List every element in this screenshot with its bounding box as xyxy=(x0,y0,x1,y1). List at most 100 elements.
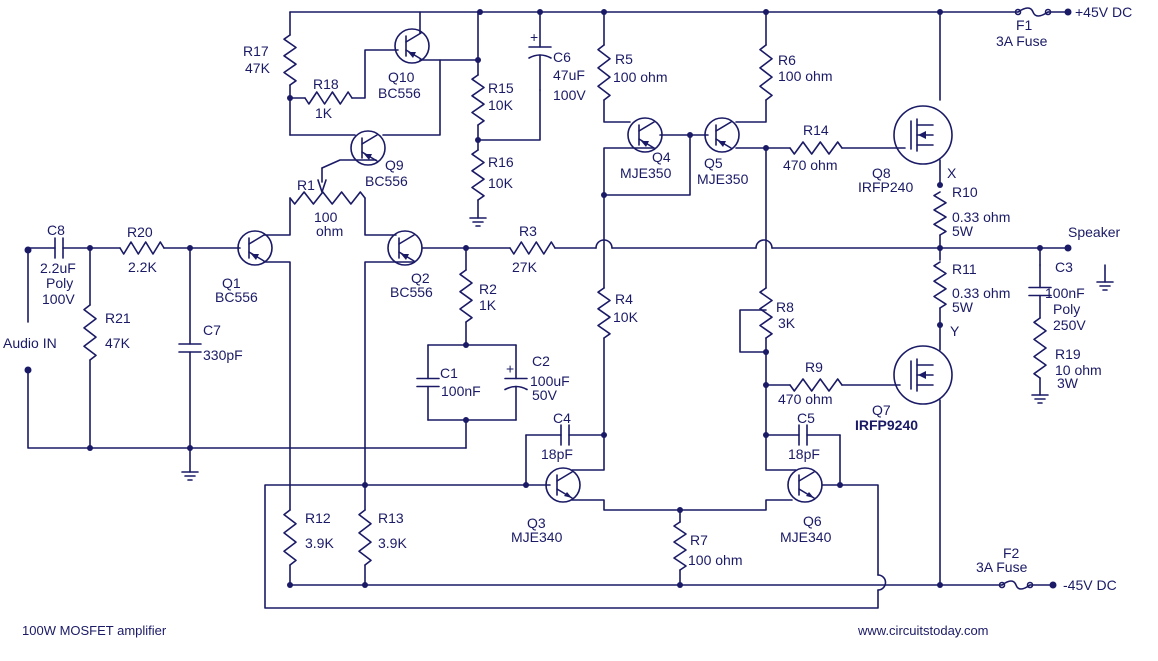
component-label: 27K xyxy=(512,259,538,275)
component-label: 330pF xyxy=(203,347,243,363)
component-label: R12 xyxy=(305,510,331,526)
component-label: MJE350 xyxy=(620,165,672,181)
component-label: R7 xyxy=(690,532,708,548)
website-credit: www.circuitstoday.com xyxy=(858,623,989,638)
component-label: C3 xyxy=(1055,259,1073,275)
component-label: 3.9K xyxy=(305,535,334,551)
component-label: 47K xyxy=(245,60,271,76)
component-label: IRFP9240 xyxy=(855,417,918,433)
resistor-symbol xyxy=(283,509,297,566)
resistor-symbol xyxy=(789,141,843,155)
components: ++ xyxy=(24,7,1114,590)
component-label: 100 ohm xyxy=(778,68,832,84)
fuse-terminal xyxy=(1026,581,1034,589)
component-label: 100 ohm xyxy=(688,552,742,568)
component-label: C4 xyxy=(553,410,571,426)
positive-supply-label: +45V DC xyxy=(1075,4,1132,20)
component-label: ohm xyxy=(316,223,343,239)
component-label: R10 xyxy=(952,184,978,200)
q10-body xyxy=(394,28,430,64)
component-label: R5 xyxy=(615,51,633,67)
component-label: MJE340 xyxy=(511,529,563,545)
q4-lead xyxy=(638,121,655,132)
junction-dot xyxy=(287,582,293,588)
component-label: IRFP240 xyxy=(858,179,913,195)
component-label: 5W xyxy=(952,299,974,315)
resistor-symbol xyxy=(933,191,947,236)
component-label: 10K xyxy=(613,309,639,325)
resistor-symbol xyxy=(304,91,353,105)
component-label: 0.33 ohm xyxy=(952,285,1010,301)
component-label: 10K xyxy=(488,97,514,113)
component-label: BC556 xyxy=(215,289,258,305)
component-label: R1 xyxy=(297,177,315,193)
component-label: C7 xyxy=(203,322,221,338)
component-label: 50V xyxy=(532,387,558,403)
wire xyxy=(351,49,399,99)
terminal xyxy=(24,246,32,254)
component-label: R2 xyxy=(479,281,497,297)
capacitor-plate xyxy=(504,385,528,391)
q6-lead xyxy=(798,471,815,482)
junction-dot xyxy=(937,582,943,588)
wire xyxy=(735,99,767,123)
q6-emitter-arrow xyxy=(806,492,814,498)
potentiometer-wiper xyxy=(317,179,327,193)
terminal xyxy=(1064,8,1072,16)
component-label: Q9 xyxy=(385,157,404,173)
component-label: 18pF xyxy=(788,446,820,462)
resistor-symbol xyxy=(597,44,611,101)
node-x-label: X xyxy=(947,165,957,181)
q8-arrow xyxy=(918,131,926,139)
resistor-symbol xyxy=(759,287,773,339)
resistor-symbol xyxy=(119,241,165,255)
resistor-symbol xyxy=(283,34,297,86)
component-label: R11 xyxy=(952,261,977,277)
component-label: Q4 xyxy=(652,149,671,165)
component-label: 100nF xyxy=(1045,285,1085,301)
wire xyxy=(739,309,767,353)
wire xyxy=(321,159,377,169)
q5-lead xyxy=(715,121,732,132)
terminal xyxy=(1064,244,1072,252)
fuse-terminal xyxy=(998,581,1006,589)
component-label: 3.9K xyxy=(378,535,407,551)
component-label: 10 ohm xyxy=(1055,362,1102,378)
component-label: Q10 xyxy=(388,69,415,85)
component-label: 18pF xyxy=(541,446,573,462)
component-label: R17 xyxy=(243,43,269,59)
wire-crossover xyxy=(877,574,887,591)
terminal xyxy=(24,366,32,374)
component-label: 100V xyxy=(553,87,586,103)
wire xyxy=(765,434,797,471)
resistor-symbol xyxy=(759,44,773,101)
component-label: 470 ohm xyxy=(783,157,837,173)
q10-emitter-arrow xyxy=(408,52,416,58)
junction-dot xyxy=(1037,245,1043,251)
resistor-symbol xyxy=(471,149,485,201)
component-label: R8 xyxy=(776,299,794,315)
q9-body xyxy=(350,130,386,166)
component-label: R16 xyxy=(488,154,514,170)
component-label: R4 xyxy=(615,291,633,307)
fuse-terminal xyxy=(1014,8,1022,16)
wire xyxy=(263,197,291,236)
component-label: R21 xyxy=(105,310,131,326)
wires xyxy=(27,9,1106,609)
component-label: 470 ohm xyxy=(778,391,832,407)
q7-arrow xyxy=(918,371,926,379)
component-label: F1 xyxy=(1016,17,1033,33)
component-label: Q3 xyxy=(527,515,546,531)
resistor-symbol xyxy=(289,191,366,205)
component-label: BC556 xyxy=(378,85,421,101)
audio-input-label: Audio IN xyxy=(3,335,57,351)
q3-emitter-arrow xyxy=(564,492,572,498)
q2-body xyxy=(387,230,423,266)
component-label: R3 xyxy=(519,223,537,239)
junction-dot xyxy=(937,182,943,188)
q1-body xyxy=(237,230,273,266)
q10-lead xyxy=(405,32,422,43)
component-label: R18 xyxy=(313,76,339,92)
resistor-symbol xyxy=(673,521,687,571)
component-label: C1 xyxy=(440,365,458,381)
